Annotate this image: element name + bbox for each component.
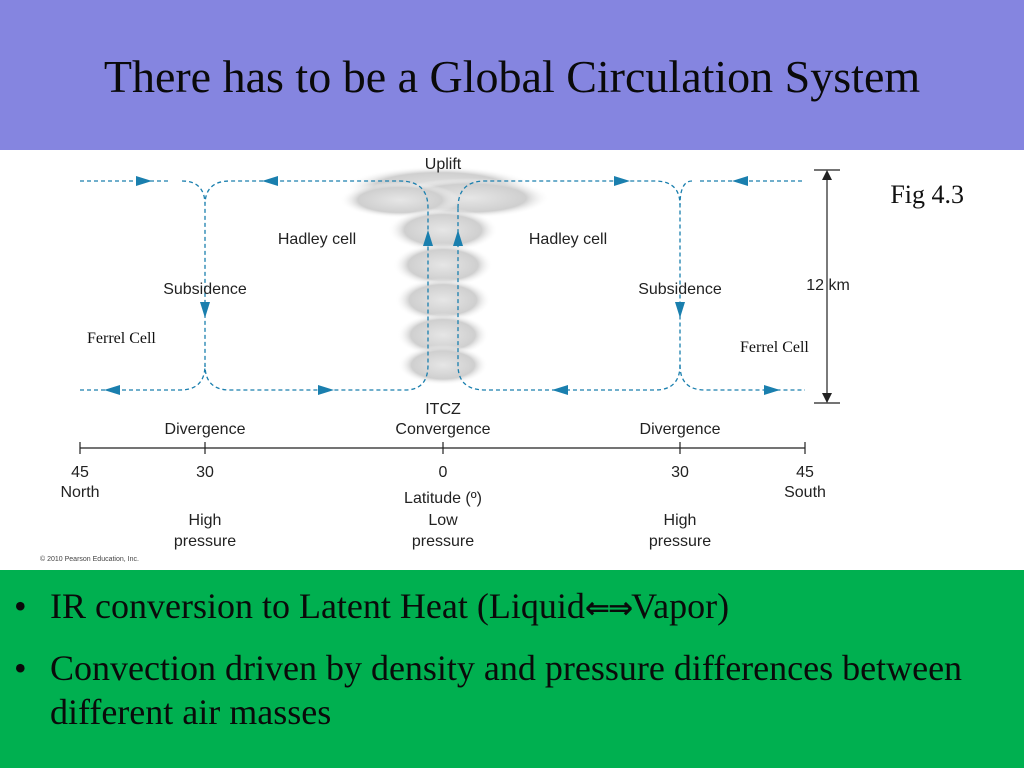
fig-label: Fig 4.3 bbox=[890, 180, 964, 209]
latitude-axis bbox=[79, 442, 806, 454]
pressure-left-line1: High bbox=[189, 512, 222, 529]
subsidence-right-label: Subsidence bbox=[638, 281, 722, 298]
itcz-cloud bbox=[340, 166, 550, 385]
bullet-panel: • IR conversion to Latent Heat (Liquid⇐⇒… bbox=[0, 570, 1024, 768]
tick-label: 30 bbox=[196, 464, 214, 481]
divergence-right-label: Divergence bbox=[640, 421, 721, 438]
bullet-dot-icon: • bbox=[14, 648, 27, 688]
bullet-item-1: • IR conversion to Latent Heat (Liquid⇐⇒… bbox=[14, 584, 1000, 631]
divergence-left-label: Divergence bbox=[165, 421, 246, 438]
subsidence-left-label: Subsidence bbox=[163, 281, 247, 298]
height-arrow-down bbox=[822, 393, 832, 403]
hadley-cell-right-label: Hadley cell bbox=[529, 231, 607, 248]
pressure-left-line2: pressure bbox=[174, 533, 236, 550]
pressure-center-line2: pressure bbox=[412, 533, 474, 550]
tick-label: 45 bbox=[71, 464, 89, 481]
slide-title: There has to be a Global Circulation Sys… bbox=[103, 51, 921, 102]
copyright-text: © 2010 Pearson Education, Inc. bbox=[40, 555, 139, 563]
height-label: 12 km bbox=[806, 277, 850, 294]
bullet-1-suffix: Vapor) bbox=[631, 586, 730, 626]
itcz-label: ITCZ bbox=[425, 401, 461, 418]
global-circulation-diagram: Uplift Hadley cell Hadley cell Subsidenc… bbox=[40, 156, 964, 563]
uplift-label: Uplift bbox=[425, 156, 462, 173]
bullet-1-prefix: IR conversion to Latent Heat (Liquid bbox=[50, 586, 585, 626]
tick-label: 30 bbox=[671, 464, 689, 481]
figure-area: Uplift Hadley cell Hadley cell Subsidenc… bbox=[0, 150, 1024, 570]
circulation-lines bbox=[80, 180, 805, 391]
bullet-2-text: Convection driven by density and pressur… bbox=[50, 648, 963, 732]
tick-label: 0 bbox=[439, 464, 448, 481]
latitude-axis-label: Latitude (º) bbox=[404, 490, 482, 507]
pressure-center-line1: Low bbox=[428, 512, 458, 529]
ferrel-cell-right-label: Ferrel Cell bbox=[740, 339, 809, 356]
bullet-item-2: • Convection driven by density and press… bbox=[14, 646, 1000, 734]
convergence-label: Convergence bbox=[395, 421, 490, 438]
tick-sublabel: South bbox=[784, 484, 826, 501]
ferrel-cell-left-label: Ferrel Cell bbox=[87, 330, 156, 347]
title-bar bbox=[0, 0, 1024, 150]
bullet-dot-icon: • bbox=[14, 586, 27, 626]
pressure-right-line1: High bbox=[664, 512, 697, 529]
tick-sublabel: North bbox=[60, 484, 99, 501]
flow-arrowheads bbox=[104, 176, 780, 395]
height-arrow-up bbox=[822, 170, 832, 180]
tick-label: 45 bbox=[796, 464, 814, 481]
double-arrow-icon: ⇐⇒ bbox=[584, 591, 633, 626]
pressure-right-line2: pressure bbox=[649, 533, 711, 550]
hadley-cell-left-label: Hadley cell bbox=[278, 231, 356, 248]
